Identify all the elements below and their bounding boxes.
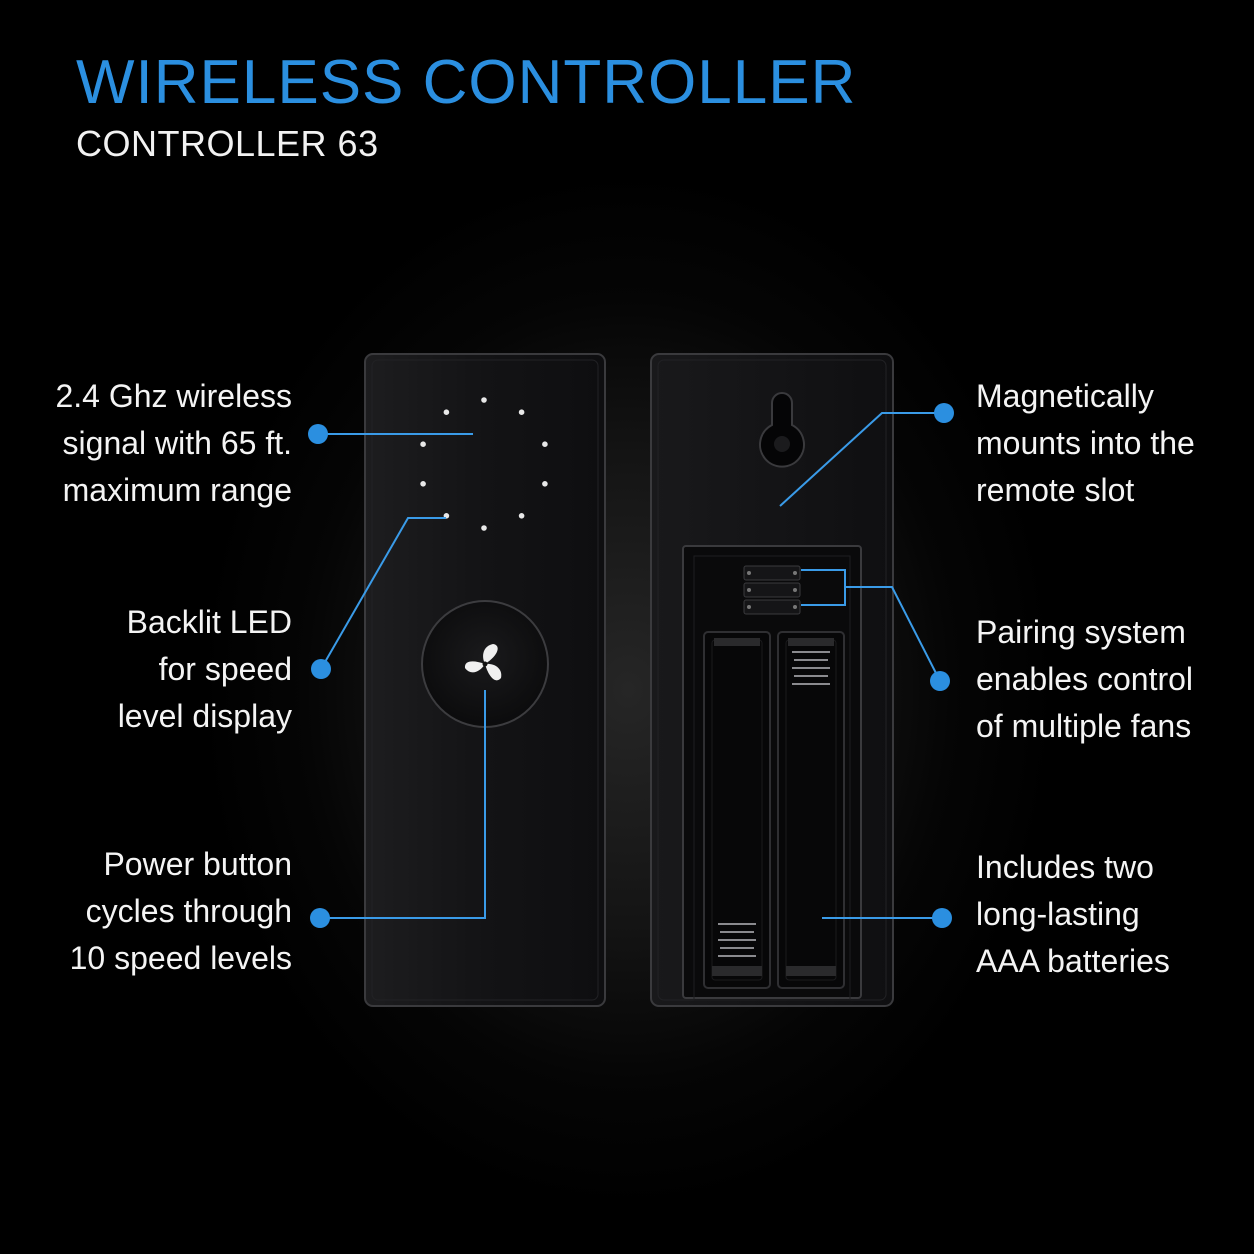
led-dot	[481, 525, 487, 531]
power-button[interactable]	[421, 600, 549, 728]
led-dot	[518, 513, 525, 519]
callout-dots	[308, 403, 954, 928]
led-dot	[542, 441, 548, 448]
dot-batteries	[932, 908, 952, 928]
led-dot	[420, 441, 426, 448]
led-dot	[443, 409, 450, 416]
remote-back	[650, 353, 894, 1007]
callout-batteries: Includes two long-lasting AAA batteries	[976, 849, 1170, 979]
fan-icon	[464, 644, 502, 681]
dot-wireless	[308, 424, 328, 444]
battery-slot-right	[777, 631, 845, 989]
dot-power	[310, 908, 330, 928]
callout-magnetic-mount: Magnetically mounts into the remote slot	[976, 378, 1195, 508]
dot-magnet	[934, 403, 954, 423]
led-dot	[481, 397, 487, 403]
battery-slot-left	[703, 631, 771, 989]
dot-led	[311, 659, 331, 679]
led-dot	[518, 409, 525, 416]
mount-slot	[759, 392, 805, 468]
callout-wireless-signal: 2.4 Ghz wireless signal with 65 ft. maxi…	[55, 378, 292, 508]
callout-pairing-system: Pairing system enables control of multip…	[976, 614, 1194, 744]
callout-backlit-led: Backlit LED for speed level display	[117, 604, 292, 734]
dot-pairing	[930, 671, 950, 691]
battery-compartment	[682, 545, 862, 1001]
led-dot	[420, 481, 426, 487]
callout-power-button: Power button cycles through 10 speed lev…	[69, 846, 292, 976]
led-dot	[542, 481, 548, 487]
callout-lines	[318, 412, 944, 919]
page-subtitle: CONTROLLER 63	[76, 123, 379, 164]
page-title: WIRELESS CONTROLLER	[76, 48, 857, 117]
pairing-contacts	[743, 565, 801, 615]
